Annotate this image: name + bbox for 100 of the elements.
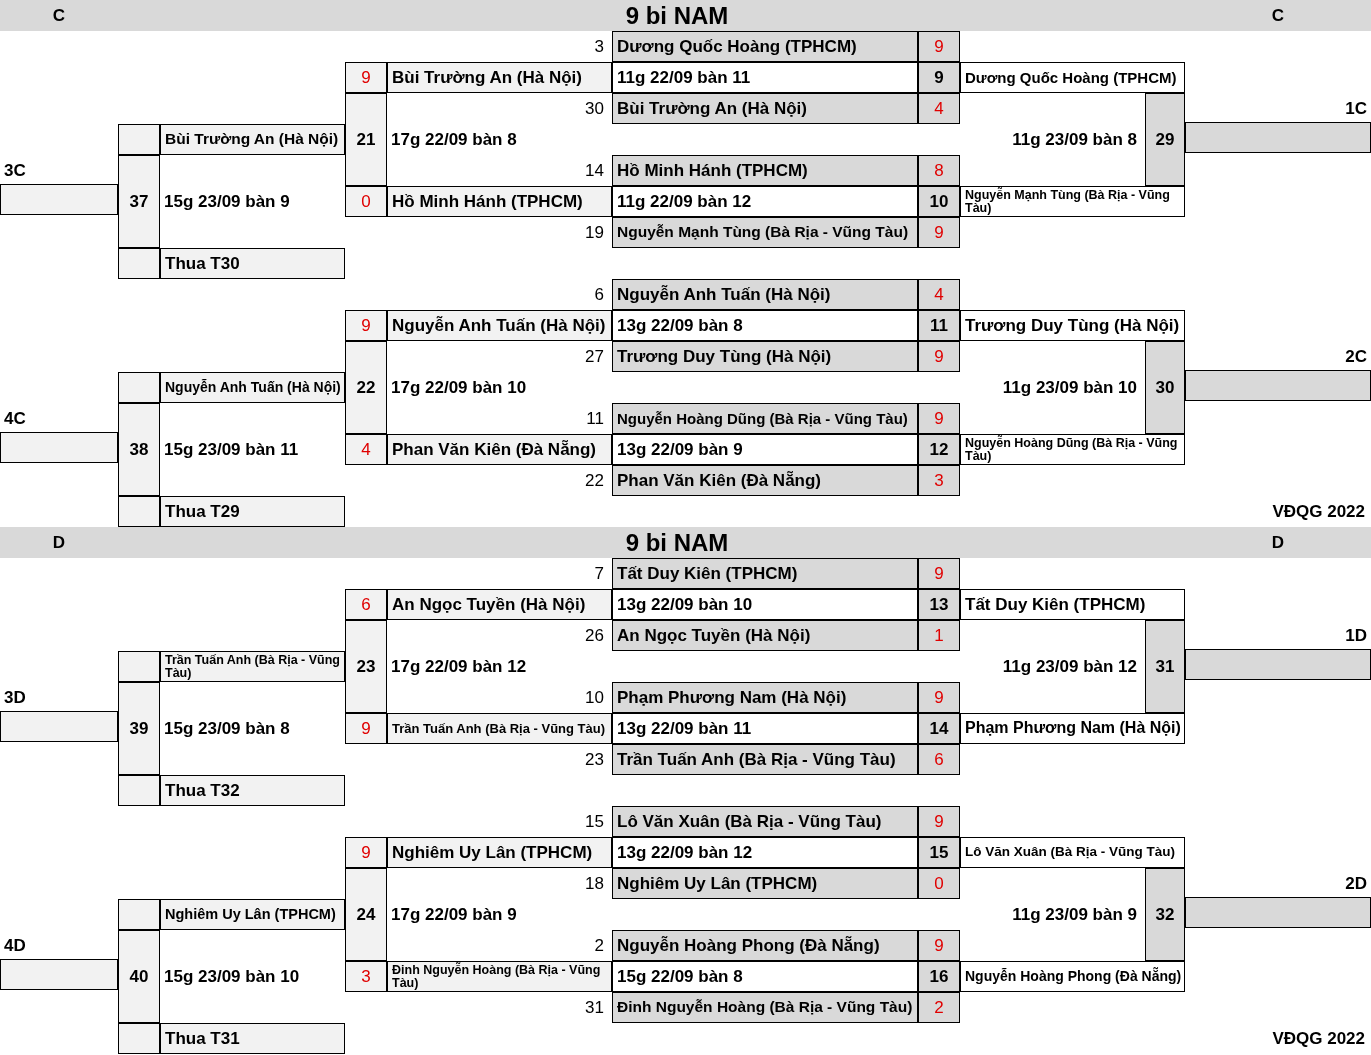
player-name: Dương Quốc Hoàng (TPHCM) <box>612 31 918 62</box>
match-number: 32 <box>1145 868 1185 961</box>
match-schedule: 17g 22/09 bàn 9 <box>390 903 518 926</box>
seed-number: 19 <box>584 221 605 244</box>
seed-number: 18 <box>584 872 605 895</box>
player-name: Tất Duy Kiên (TPHCM) <box>960 589 1185 620</box>
match-schedule: 11g 22/09 bàn 12 <box>612 186 918 217</box>
edition-label: VĐQG 2022 <box>1271 500 1366 523</box>
match-number: 39 <box>118 682 160 775</box>
seed-number: 10 <box>584 686 605 709</box>
score: 9 <box>918 31 960 62</box>
score: 6 <box>918 744 960 775</box>
match-schedule: 11g 23/09 bàn 12 <box>1001 655 1138 678</box>
seed-number: 6 <box>593 283 605 306</box>
score: 1 <box>918 620 960 651</box>
seed-number: 26 <box>584 624 605 647</box>
score: 4 <box>345 434 387 465</box>
seed-number: 30 <box>584 97 605 120</box>
bracket-position: 4D <box>3 934 27 957</box>
player-name: Trương Duy Tùng (Hà Nội) <box>612 341 918 372</box>
seed-number: 15 <box>584 810 605 833</box>
seed-number: 23 <box>584 748 605 771</box>
match-number: 23 <box>345 620 387 713</box>
match-number: 40 <box>118 930 160 1023</box>
section-title: 9 bi NAM <box>624 0 730 31</box>
player-name: Nguyễn Anh Tuấn (Hà Nội) <box>612 279 918 310</box>
match-number: 14 <box>918 713 960 744</box>
player-name: Trần Tuấn Anh (Bà Rịa - Vũng Tàu) <box>387 713 612 744</box>
score: 3 <box>345 961 387 992</box>
score: 9 <box>918 558 960 589</box>
seed-number: 7 <box>593 562 605 585</box>
player-name: Trần Tuấn Anh (Bà Rịa - Vũng Tàu) <box>160 651 345 682</box>
score: 2 <box>918 992 960 1023</box>
match-number: 31 <box>1145 620 1185 713</box>
score: 9 <box>345 62 387 93</box>
match-number: 22 <box>345 341 387 434</box>
player-name: An Ngọc Tuyền (Hà Nội) <box>612 620 918 651</box>
player-name: Thua T29 <box>160 496 345 527</box>
player-name: Phạm Phương Nam (Hà Nội) <box>960 713 1185 744</box>
match-number: 16 <box>918 961 960 992</box>
score: 9 <box>918 341 960 372</box>
score: 9 <box>918 217 960 248</box>
player-name: Nguyễn Hoàng Phong (Đà Nẵng) <box>612 930 918 961</box>
match-schedule: 15g 23/09 bàn 8 <box>163 717 291 740</box>
match-schedule: 15g 23/09 bàn 11 <box>163 438 300 461</box>
player-name: Hồ Minh Hánh (TPHCM) <box>387 186 612 217</box>
score: 0 <box>918 868 960 899</box>
player-name: Dương Quốc Hoàng (TPHCM) <box>960 62 1185 93</box>
section-letter: C <box>51 4 67 27</box>
bracket-position: 2C <box>1344 345 1368 368</box>
player-name: Bùi Trường An (Hà Nội) <box>160 124 345 155</box>
player-name: Thua T31 <box>160 1023 345 1054</box>
match-schedule: 11g 23/09 bàn 8 <box>1011 128 1138 151</box>
match-schedule: 13g 22/09 bàn 10 <box>612 589 918 620</box>
score: 9 <box>345 837 387 868</box>
player-name: Thua T32 <box>160 775 345 806</box>
section-letter: C <box>1270 4 1286 27</box>
seed-number: 3 <box>593 35 605 58</box>
match-schedule: 13g 22/09 bàn 9 <box>612 434 918 465</box>
score: 9 <box>918 930 960 961</box>
player-name: Bùi Trường An (Hà Nội) <box>387 62 612 93</box>
player-name: Hồ Minh Hánh (TPHCM) <box>612 155 918 186</box>
player-name: Nguyễn Hoàng Phong (Đà Nẵng) <box>960 961 1185 992</box>
score: 9 <box>918 403 960 434</box>
player-name: Nguyễn Anh Tuấn (Hà Nội) <box>160 372 345 403</box>
seed-number: 22 <box>584 469 605 492</box>
edition-label: VĐQG 2022 <box>1271 1027 1366 1050</box>
player-name: Bùi Trường An (Hà Nội) <box>612 93 918 124</box>
player-name: Nghiêm Uy Lân (TPHCM) <box>160 899 345 930</box>
seed-number: 31 <box>584 996 605 1019</box>
player-name: Nghiêm Uy Lân (TPHCM) <box>387 837 612 868</box>
match-number: 37 <box>118 155 160 248</box>
score: 6 <box>345 589 387 620</box>
player-name: Phan Văn Kiên (Đà Nẵng) <box>387 434 612 465</box>
score: 4 <box>918 93 960 124</box>
player-name: Nguyễn Mạnh Tùng (Bà Rịa - Vũng Tàu) <box>612 217 918 248</box>
bracket-position: 1C <box>1344 97 1368 120</box>
seed-number: 11 <box>585 407 605 430</box>
seed-number: 27 <box>584 345 605 368</box>
match-schedule: 11g 23/09 bàn 9 <box>1011 903 1138 926</box>
player-name: Nghiêm Uy Lân (TPHCM) <box>612 868 918 899</box>
score: 4 <box>918 279 960 310</box>
player-name: Trần Tuấn Anh (Bà Rịa - Vũng Tàu) <box>612 744 918 775</box>
match-schedule: 15g 22/09 bàn 8 <box>612 961 918 992</box>
match-schedule: 15g 23/09 bàn 10 <box>163 965 301 988</box>
match-schedule: 11g 23/09 bàn 10 <box>1001 376 1138 399</box>
player-name: An Ngọc Tuyền (Hà Nội) <box>387 589 612 620</box>
match-number: 30 <box>1145 341 1185 434</box>
match-number: 10 <box>918 186 960 217</box>
score: 3 <box>918 465 960 496</box>
match-number: 24 <box>345 868 387 961</box>
match-schedule: 17g 22/09 bàn 10 <box>390 376 528 399</box>
player-name: Nguyễn Hoàng Dũng (Bà Rịa - Vũng Tàu) <box>612 403 918 434</box>
score: 9 <box>345 310 387 341</box>
match-number: 38 <box>118 403 160 496</box>
bracket-position: 3C <box>3 159 27 182</box>
match-schedule: 17g 22/09 bàn 8 <box>390 128 518 151</box>
seed-number: 2 <box>593 934 605 957</box>
match-number: 11 <box>918 310 960 341</box>
player-name: Lô Văn Xuân (Bà Rịa - Vũng Tàu) <box>960 837 1185 868</box>
